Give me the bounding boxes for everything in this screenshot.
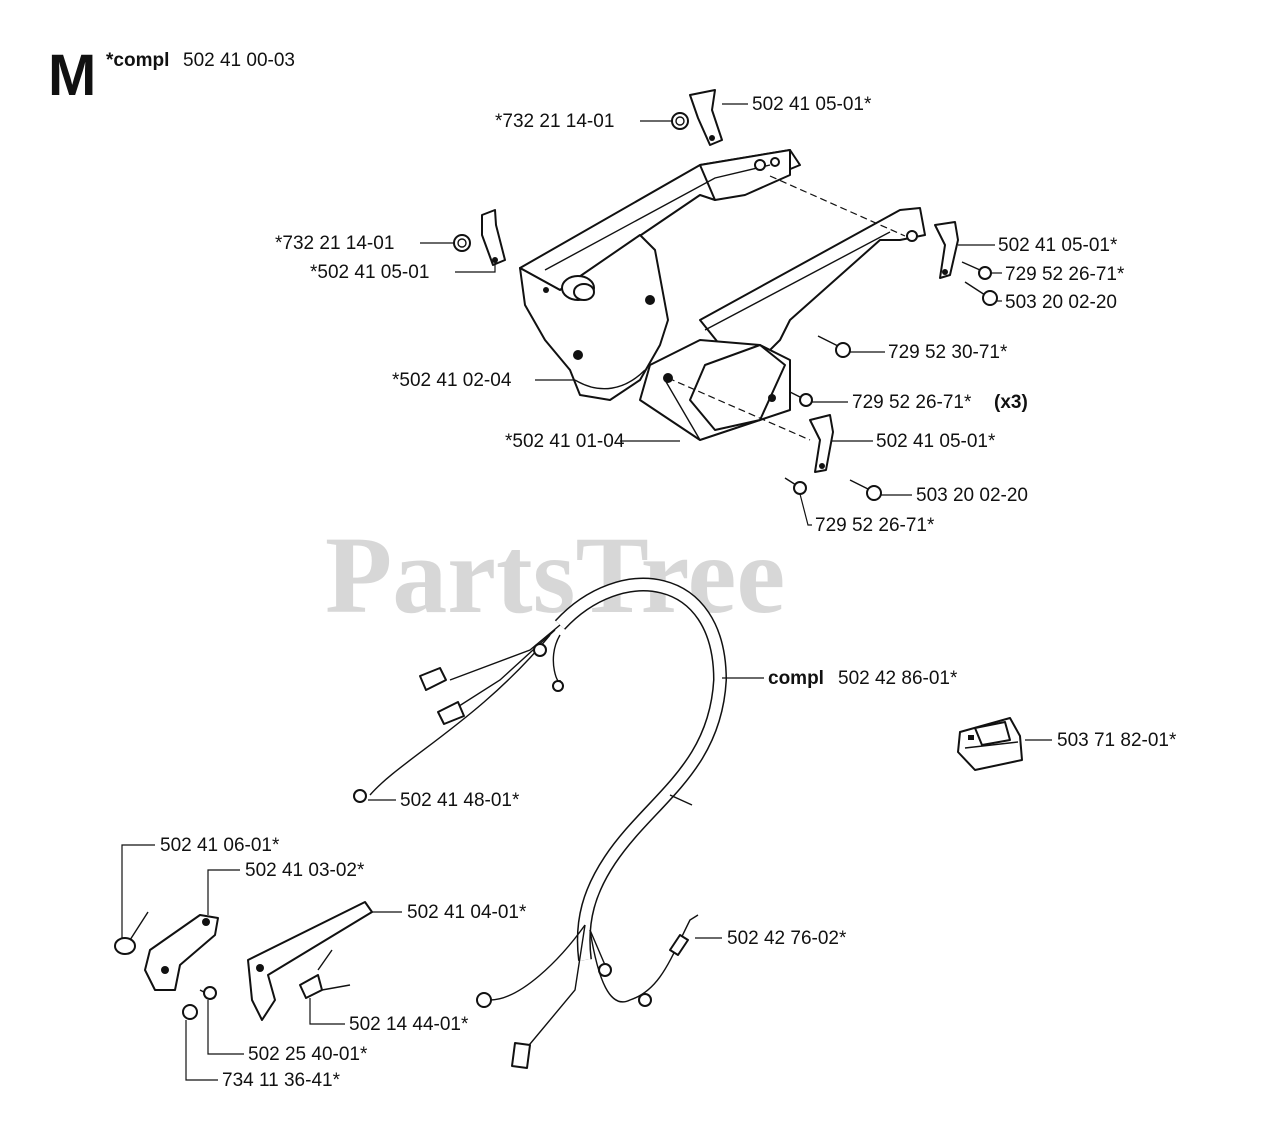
part-label: 503 20 02-20 — [916, 485, 1028, 506]
part-label: 502 14 44-01* — [349, 1014, 469, 1035]
upper-handle-part — [519, 149, 801, 401]
part-label-prefix: compl — [768, 668, 824, 689]
lever-part — [247, 901, 373, 1021]
nut-part — [671, 112, 689, 130]
trigger-part — [144, 914, 219, 991]
cable-harness-part — [353, 577, 728, 1069]
screw-part — [964, 281, 998, 306]
part-label: 502 41 05-01* — [876, 431, 996, 452]
part-label: 502 41 06-01* — [160, 835, 280, 856]
clip-part — [689, 89, 723, 146]
part-label: 502 41 48-01* — [400, 790, 520, 811]
watermark: PartsTree — [325, 514, 785, 636]
washer-part — [182, 1004, 198, 1020]
switch-part — [957, 717, 1023, 771]
part-label: *502 41 02-04 — [392, 370, 512, 391]
part-label: 502 41 04-01* — [407, 902, 527, 923]
part-label: *502 41 01-04 — [505, 431, 625, 452]
part-label: 734 11 36-41* — [222, 1070, 341, 1091]
nut-part — [453, 234, 471, 252]
screw-part — [789, 391, 813, 407]
part-label: 503 20 02-20 — [1005, 292, 1117, 313]
part-label-qty: (x3) — [994, 392, 1028, 413]
part-label: 729 52 30-71* — [888, 342, 1008, 363]
screw-part — [199, 986, 217, 1000]
part-label: 503 71 82-01* — [1057, 730, 1177, 751]
section-prefix: *compl — [106, 50, 169, 71]
clip-part — [809, 414, 834, 473]
part-label: 502 41 05-01* — [998, 235, 1118, 256]
part-label: *732 21 14-01 — [495, 111, 614, 132]
part-label: 502 25 40-01* — [248, 1044, 368, 1065]
clip-part — [934, 221, 959, 279]
part-label: 502 41 05-01* — [752, 94, 872, 115]
part-label: 729 52 26-71* — [852, 392, 972, 413]
part-label: 502 42 86-01* — [838, 668, 958, 689]
section-number: 502 41 00-03 — [183, 50, 295, 71]
screw-part — [961, 261, 992, 280]
section-letter: M — [48, 43, 96, 108]
part-label: 502 41 03-02* — [245, 860, 365, 881]
part-label: 729 52 26-71* — [815, 515, 935, 536]
part-label: *732 21 14-01 — [275, 233, 394, 254]
lever-spring-part — [299, 949, 351, 999]
clip-part — [481, 209, 506, 266]
screw-part — [849, 479, 882, 501]
part-label: 729 52 26-71* — [1005, 264, 1125, 285]
part-label: 502 42 76-02* — [727, 928, 847, 949]
screw-part — [784, 477, 807, 495]
screw-part — [817, 335, 851, 358]
part-label: *502 41 05-01 — [310, 262, 429, 283]
spring-part — [114, 911, 149, 955]
